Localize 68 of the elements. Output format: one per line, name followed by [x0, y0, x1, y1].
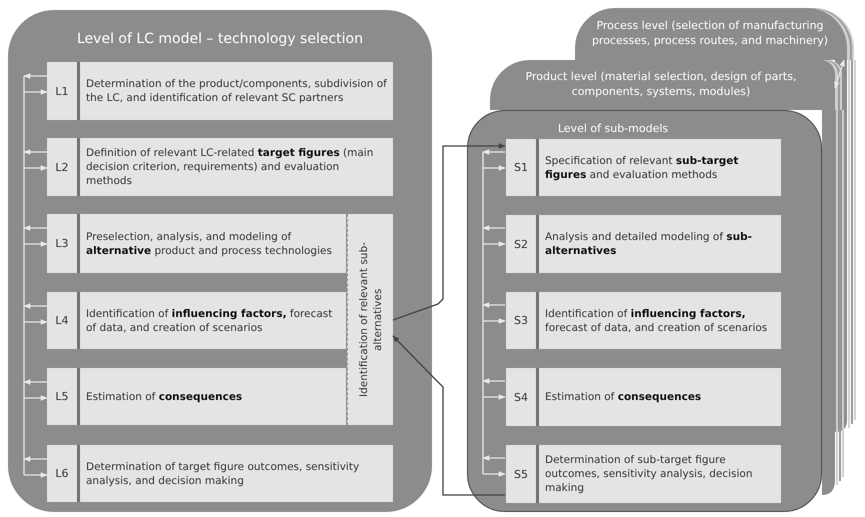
- step-description: Analysis and detailed modeling of sub-alternatives: [545, 230, 754, 258]
- arrow: [483, 471, 506, 477]
- step-row: [47, 292, 346, 349]
- arrow: [483, 394, 506, 400]
- step-row: [506, 292, 781, 349]
- arrow: [483, 241, 506, 247]
- step-description: Preselection, analysis, and modeling of alternative product and process technologies: [86, 230, 333, 258]
- step-row: [47, 445, 393, 502]
- step-row: [47, 214, 346, 273]
- step-description: Estimation of consequences: [545, 390, 702, 404]
- arrow: [834, 59, 845, 89]
- step-number: S2: [506, 215, 536, 273]
- arrow: [482, 378, 505, 384]
- step-description: Determination of the product/components, subdivision of the LC, and identification of relevant SC partners: [86, 77, 387, 105]
- arrow: [24, 395, 48, 401]
- step-description: Estimation of consequences: [86, 390, 242, 404]
- panel-title: Level of sub-models: [556, 121, 670, 136]
- arrow: [24, 165, 48, 171]
- step-number: L6: [47, 445, 77, 502]
- step-number: L5: [47, 368, 77, 425]
- step-number: S1: [506, 139, 536, 196]
- arrow: [482, 149, 505, 155]
- arrow: [23, 149, 47, 155]
- step-number: L4: [47, 292, 77, 349]
- step-row: [506, 445, 781, 503]
- step-description: Identification of influencing factors, forecast of data, and creation of scenarios: [86, 306, 334, 334]
- arrow: [392, 336, 505, 496]
- step-number: L3: [47, 214, 77, 273]
- step-row: [47, 368, 346, 425]
- arrow: [483, 165, 506, 171]
- level-panel: [467, 110, 822, 512]
- panel-title: Level of LC model – technology selection: [76, 30, 364, 48]
- arrow: [23, 303, 47, 309]
- arrow: [24, 89, 48, 95]
- step-row: [47, 62, 393, 120]
- step-row: [506, 215, 781, 273]
- arrow: [392, 143, 506, 321]
- level-panel: [575, 8, 847, 60]
- step-row: [506, 368, 781, 426]
- step-description: Identification of influencing factors, forecast of data, and creation of scenarios: [545, 306, 768, 334]
- step-number: S5: [506, 445, 536, 503]
- arrow: [24, 241, 48, 247]
- side-box: [347, 214, 393, 425]
- step-number: L1: [47, 62, 77, 120]
- level-panel: [8, 10, 432, 512]
- arrow: [23, 225, 47, 231]
- arrow: [482, 302, 505, 308]
- panel-title: Product level (material selection, design of parts, components, systems, modules): [524, 69, 798, 99]
- arrow: [23, 456, 47, 462]
- panel-title: Process level (selection of manufacturing processes, process routes, and machinery): [590, 18, 830, 48]
- step-description: Definition of relevant LC-related target figures (main decision criterion, requirements) and evaluation methods: [86, 146, 374, 188]
- arrow: [23, 73, 47, 79]
- arrow: [24, 319, 48, 325]
- side-label: Identification of relevant sub-alternatives: [356, 241, 384, 399]
- arrow: [482, 225, 505, 231]
- arrow: [23, 379, 47, 385]
- step-description: Specification of relevant sub-target figures and evaluation methods: [545, 154, 740, 182]
- step-description: Determination of target figure outcomes, sensitivity analysis, and decision making: [86, 460, 360, 488]
- arrow: [482, 455, 505, 461]
- arrow: [24, 472, 48, 478]
- level-panel: [490, 60, 835, 110]
- step-row: [506, 139, 781, 196]
- arrow: [483, 318, 506, 324]
- step-description: Determination of sub-target figure outcomes, sensitivity analysis, decision making: [545, 453, 754, 495]
- step-number: S3: [506, 292, 536, 349]
- step-number: S4: [506, 368, 536, 426]
- step-number: L2: [47, 138, 77, 196]
- step-row: [47, 138, 393, 196]
